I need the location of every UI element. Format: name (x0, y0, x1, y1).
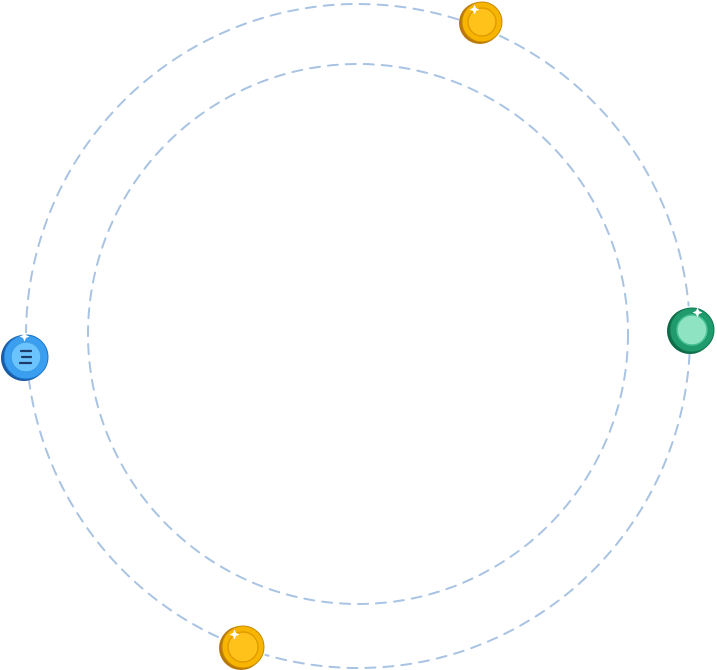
gold-coin-icon (219, 624, 266, 670)
green-coin-icon (667, 306, 716, 354)
menu-lines-icon (18, 349, 33, 365)
blue-coin-icon (1, 331, 50, 381)
outer-orbit-ring (25, 3, 691, 669)
gold-coin-icon (459, 0, 504, 44)
inner-orbit-ring (87, 63, 629, 605)
